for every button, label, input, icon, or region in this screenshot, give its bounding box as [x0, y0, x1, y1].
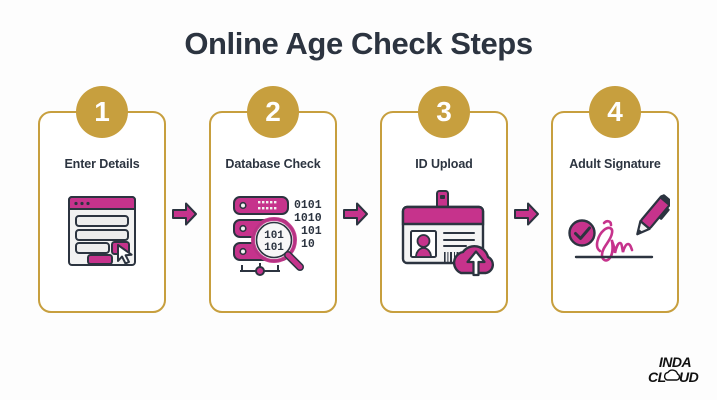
- step-number-badge-3: 3: [418, 86, 470, 138]
- step-number-badge-1: 1: [76, 86, 128, 138]
- logo-line-2-after: UD: [679, 369, 699, 385]
- arrow-step-2-to-3: [341, 199, 371, 229]
- step-label-2: Database Check: [225, 157, 321, 171]
- step-number-badge-4: 4: [589, 86, 641, 138]
- step-number-badge-2: 2: [247, 86, 299, 138]
- step-card-2: 2 Database Check: [209, 86, 337, 313]
- page-title: Online Age Check Steps: [184, 26, 533, 61]
- step-card-1: 1 Enter Details: [38, 86, 166, 313]
- logo-line-1: INDA: [659, 354, 692, 370]
- binary-line-3: 101: [301, 225, 322, 238]
- cloud-icon: [663, 369, 681, 381]
- step-label-4: Adult Signature: [569, 157, 661, 171]
- binary-line-4: 10: [301, 238, 315, 251]
- step-label-3: ID Upload: [415, 157, 473, 171]
- binary-line-2: 1010: [294, 212, 322, 225]
- database-magnifier-icon: 101 101 0101 1010 101 10: [218, 185, 328, 281]
- binary-line-1: 0101: [294, 199, 322, 212]
- id-card-cloud-upload-icon: [389, 185, 499, 281]
- magnifier-digits-line1: 101: [264, 230, 284, 242]
- logo-line-2-before: CL: [648, 369, 666, 385]
- step-card-4: 4 Adult Signature: [551, 86, 679, 313]
- magnifier-digits-line2: 101: [264, 242, 284, 254]
- step-label-1: Enter Details: [64, 157, 140, 171]
- arrow-step-3-to-4: [512, 199, 542, 229]
- signature-pen-check-icon: [560, 185, 672, 281]
- browser-form-icon: [47, 185, 157, 281]
- arrow-step-1-to-2: [170, 199, 200, 229]
- step-card-3: 3 ID Upload: [380, 86, 508, 313]
- brand-logo: INDA CL UD: [644, 352, 706, 386]
